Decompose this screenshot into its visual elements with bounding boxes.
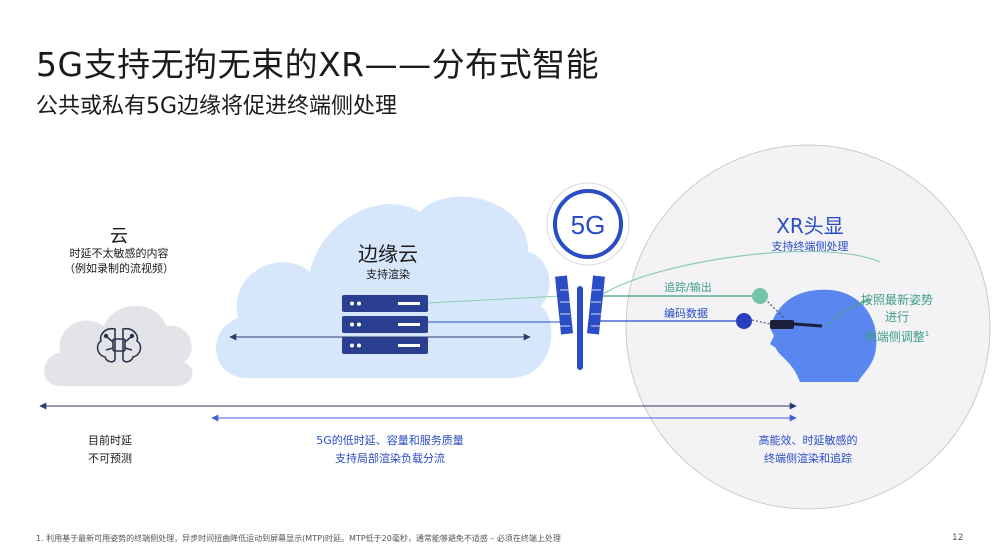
page-number: 12	[952, 533, 964, 543]
cloud-desc: 时延不太敏感的内容 （例如录制的流视频）	[42, 246, 196, 276]
pose-line1: 按照最新姿势	[860, 293, 933, 307]
edge-cloud-shape	[216, 196, 552, 378]
on-device-line2: 终端侧渲染和追踪	[764, 452, 852, 465]
brain-chip-icon	[96, 327, 142, 363]
5g-badge-label: 5G	[571, 210, 606, 240]
cloud-title: 云	[110, 226, 128, 247]
current-latency-label: 目前时延 不可预测	[60, 432, 160, 468]
tracking-label: 追踪/输出	[664, 281, 712, 294]
pose-adjust-label: 按照最新姿势 进行 终端侧调整1	[844, 292, 950, 346]
footnote-marker: 1	[924, 330, 930, 338]
cloud-desc-line2: （例如录制的流视频）	[64, 262, 174, 275]
cloud-shape	[44, 305, 193, 387]
user-head-icon	[770, 289, 877, 382]
on-device-label: 高能效、时延敏感的 终端侧渲染和追踪	[738, 432, 878, 468]
xr-desc: 支持终端侧处理	[771, 240, 849, 253]
footnote: 1. 利用基于最新可用姿势的终端侧处理，异步时间扭曲降低运动到屏幕显示(MTP)…	[36, 534, 561, 543]
display-dot	[736, 313, 752, 329]
server-tower-green-line	[427, 295, 561, 304]
5g-offload-line1: 5G的低时延、容量和服务质量	[316, 434, 464, 447]
edge-cloud-desc: 支持渲染	[366, 268, 410, 281]
current-latency-line1: 目前时延	[88, 434, 132, 447]
xr-glasses-icon	[770, 320, 823, 329]
current-latency-line2: 不可预测	[88, 452, 132, 465]
xr-title: XR头显	[776, 214, 844, 238]
5g-offload-label: 5G的低时延、容量和服务质量 支持局部渲染负载分流	[290, 432, 490, 468]
cloud-desc-line1: 时延不太敏感的内容	[69, 247, 169, 260]
pose-line2: 进行	[884, 310, 909, 324]
pose-line3: 终端侧调整1	[844, 326, 950, 346]
edge-cloud-title: 边缘云	[358, 242, 418, 266]
page-title: 5G支持无拘无束的XR——分布式智能	[36, 45, 600, 84]
pose-line3-text: 终端侧调整	[864, 330, 925, 344]
tracking-sensor-dot	[752, 288, 768, 304]
pose-arc	[599, 250, 881, 297]
server-rack-icon	[342, 295, 428, 354]
5g-offload-line2: 支持局部渲染负载分流	[335, 452, 445, 465]
cell-tower-icon	[555, 275, 605, 370]
encoded-data-label: 编码数据	[664, 307, 708, 320]
on-device-line1: 高能效、时延敏感的	[758, 434, 858, 447]
page-subtitle: 公共或私有5G边缘将促进终端侧处理	[36, 94, 398, 119]
pose-adjust-arrow	[825, 299, 871, 329]
5g-badge	[553, 189, 623, 259]
